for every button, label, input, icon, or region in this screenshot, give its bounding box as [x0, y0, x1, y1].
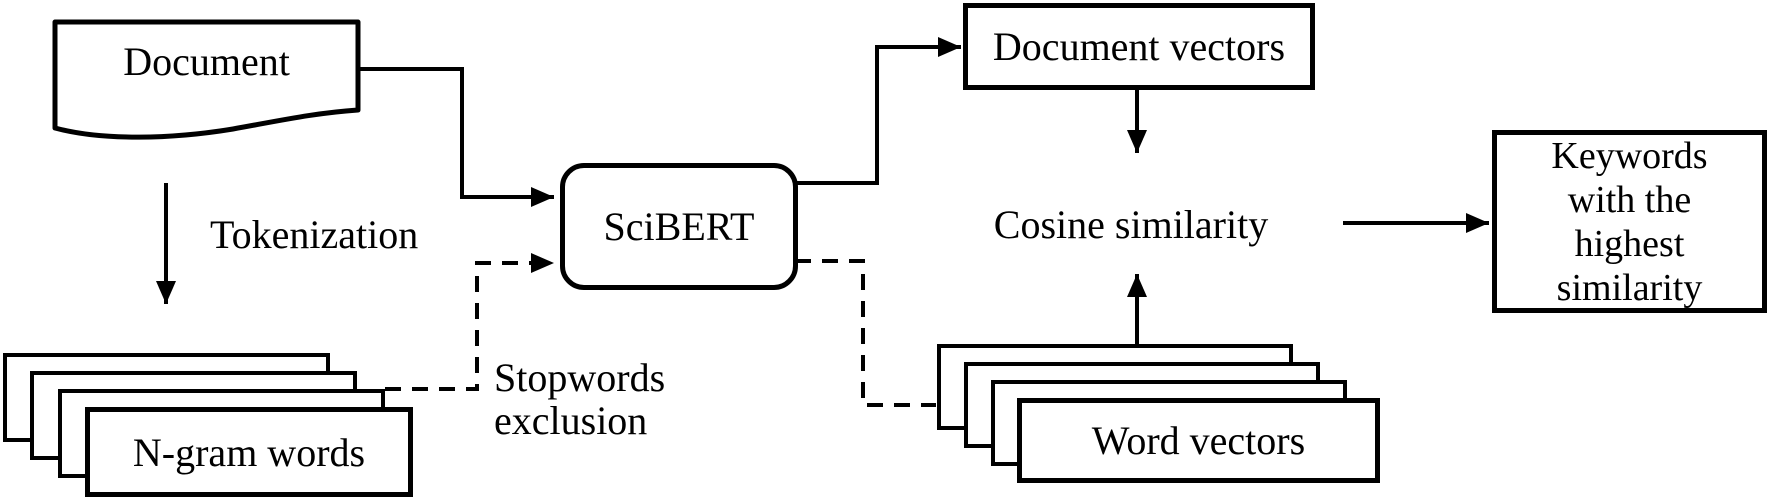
tokenization-edge-label: Tokenization	[210, 212, 419, 257]
edge-document-to-scibert	[358, 67, 554, 207]
keywords-label-line3: highest	[1574, 222, 1685, 265]
keywords-node: Keywords with the highest similarity	[1492, 130, 1767, 313]
keywords-label-line2: with the	[1567, 178, 1692, 221]
word-stack-front: Word vectors	[1017, 398, 1380, 483]
document-vectors-node: Document vectors	[963, 3, 1315, 90]
scibert-label: SciBERT	[603, 204, 755, 249]
edge-stopwords-dashed	[385, 253, 554, 391]
document-vectors-label: Document vectors	[992, 24, 1286, 69]
keywords-label-line4: similarity	[1556, 266, 1703, 309]
ngram-words-label: N-gram words	[132, 429, 366, 475]
edge-scibert-to-docvectors	[795, 37, 961, 185]
word-vectors-label: Word vectors	[1091, 418, 1306, 463]
document-node-shape	[52, 19, 361, 140]
keywords-label-line1: Keywords	[1551, 134, 1708, 177]
stopwords-line1: Stopwords	[494, 355, 666, 400]
ngram-stack-front: N-gram words	[85, 407, 413, 497]
document-node-label: Document	[123, 39, 290, 84]
stopwords-line2: exclusion	[494, 398, 648, 443]
scibert-node: SciBERT	[560, 163, 798, 290]
stopwords-exclusion-edge-label: Stopwords exclusion	[494, 356, 665, 442]
cosine-similarity-node: Cosine similarity	[993, 202, 1269, 247]
edge-scibert-to-wordvectors-dashed	[795, 259, 936, 407]
